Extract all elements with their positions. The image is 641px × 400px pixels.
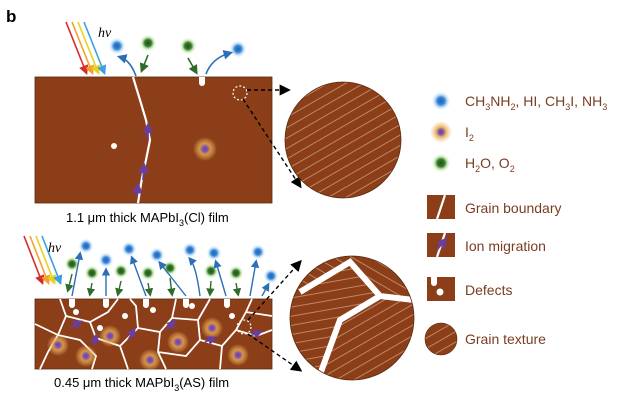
bottom-zoom-arrow-upper [247,259,302,321]
green-species [179,37,197,55]
legend-iodine-icon [430,121,452,143]
green-species [139,34,157,52]
green-species [113,263,129,279]
bottom-zoom-arrow-lower [247,333,303,372]
legend-iodine-label: I2 [465,124,474,143]
blue-species [206,245,222,261]
green-species [84,265,100,281]
blue-species [108,37,126,55]
top-released-species [108,34,247,77]
top-zoom-arrow-lower [242,98,302,189]
top-surface-defect [199,77,205,86]
legend: CH3NH2, HI, CH3I, NH3 I2 H2O, O2 Grain b… [424,91,607,356]
bottom-film-caption: 0.45 μm thick MAPbI3(AS) film [54,375,229,393]
legend-blue-species-icon [431,91,451,111]
top-defect [111,143,117,149]
legend-green-species-icon [431,153,451,173]
bottom-ion-migration [69,319,263,347]
blue-species [229,40,247,58]
bottom-light-label: hv [48,241,62,256]
top-edge-defect [232,85,248,101]
top-grain-boundary [131,76,152,204]
top-film-caption: 1.1 μm thick MAPbI3(Cl) film [66,210,229,228]
green-species [140,265,156,281]
top-light-rays [65,21,107,75]
bottom-released-species [64,238,279,297]
top-iodine-species [193,137,217,161]
top-light-label: hv [98,26,112,41]
blue-species [250,244,266,260]
legend-ion-migration-icon [427,232,455,258]
legend-ion-migration-label: Ion migration [465,238,546,254]
panel-letter: b [6,7,16,26]
legend-grain-boundary-icon [427,194,455,220]
bottom-light-rays [23,235,63,285]
top-ion-migration [131,122,154,197]
green-species [228,265,244,281]
blue-species [121,241,137,257]
top-grain-texture-zoom [284,81,402,199]
bottom-iodine-species [47,317,249,371]
legend-grain-texture-label: Grain texture [465,331,546,347]
legend-defects-icon [427,277,455,301]
legend-green-species-label: H2O, O2 [465,155,515,174]
blue-species [182,242,198,258]
bottom-defects [69,299,235,331]
legend-defects-label: Defects [465,282,512,298]
bottom-grain-texture-zoom [289,255,415,381]
blue-species [78,238,94,254]
blue-species [149,247,165,263]
legend-blue-species-label: CH3NH2, HI, CH3I, NH3 [465,93,607,112]
top-film [34,76,273,204]
blue-species [98,252,114,268]
blue-species [263,268,279,284]
legend-grain-boundary-label: Grain boundary [465,200,562,216]
bottom-edge-defect [236,319,252,335]
legend-grain-texture-icon [424,322,458,356]
